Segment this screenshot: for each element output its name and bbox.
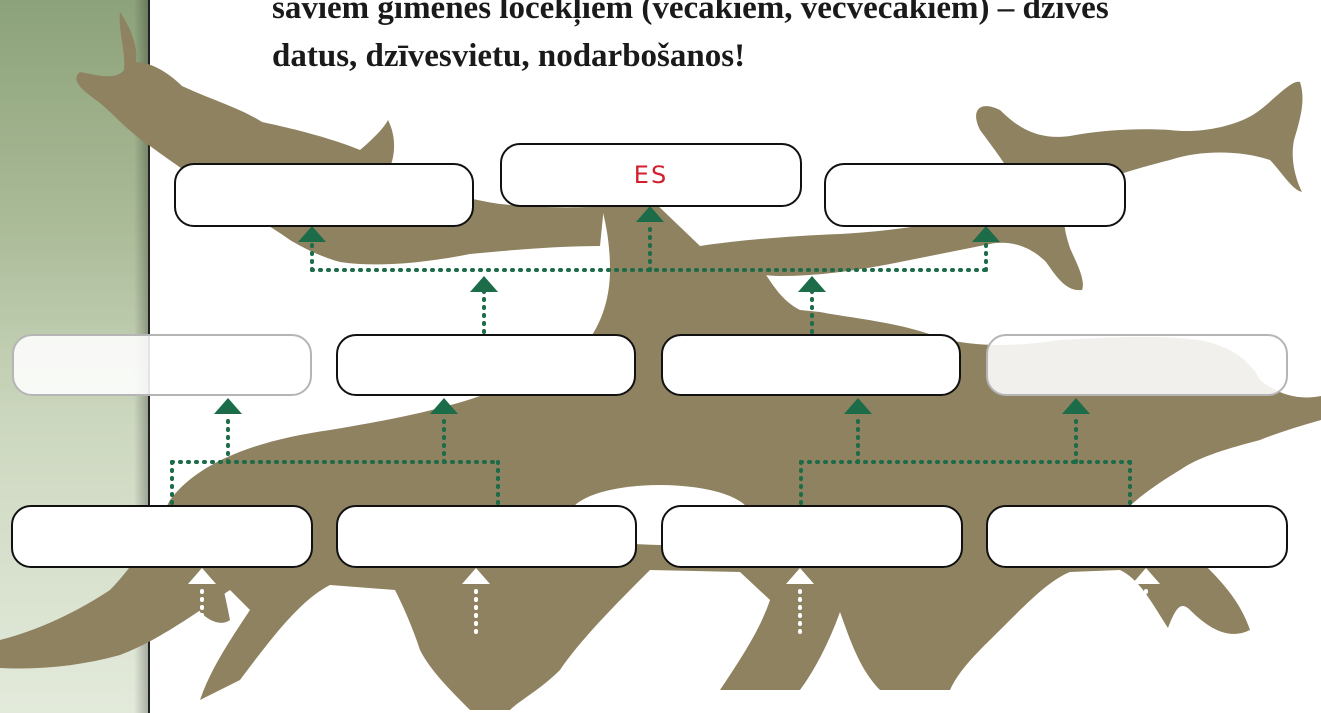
arrow-icon: [430, 398, 458, 414]
arrow-icon: [798, 276, 826, 292]
arrow-icon: [298, 226, 326, 242]
self-label: ES: [634, 161, 668, 189]
box-grandparent-4[interactable]: [986, 505, 1288, 568]
box-sibling-right[interactable]: [824, 163, 1126, 227]
box-parent-1[interactable]: [336, 334, 636, 396]
arrow-icon: [188, 568, 216, 584]
box-grandparent-1[interactable]: [11, 505, 313, 568]
box-sibling-left[interactable]: [174, 163, 474, 227]
arrow-icon: [214, 398, 242, 414]
arrow-icon: [636, 206, 664, 222]
arrow-icon: [1062, 398, 1090, 414]
box-parent-slot-faded[interactable]: [12, 334, 312, 396]
box-parent-2[interactable]: [661, 334, 961, 396]
box-grandparent-2[interactable]: [336, 505, 637, 568]
arrow-icon: [786, 568, 814, 584]
box-parent-slot-faded[interactable]: [986, 334, 1288, 396]
arrow-icon: [844, 398, 872, 414]
arrow-icon: [1132, 568, 1160, 584]
box-self[interactable]: ES: [500, 143, 802, 207]
arrow-icon: [462, 568, 490, 584]
arrow-icon: [470, 276, 498, 292]
arrow-icon: [972, 226, 1000, 242]
box-grandparent-3[interactable]: [661, 505, 963, 568]
